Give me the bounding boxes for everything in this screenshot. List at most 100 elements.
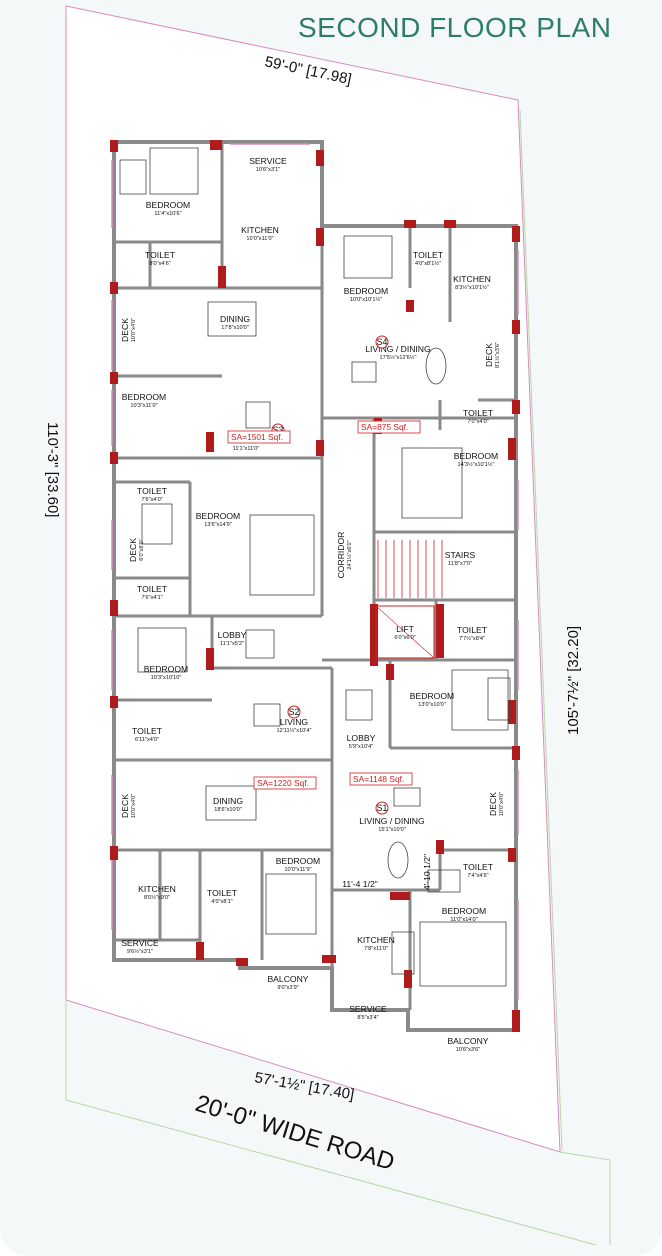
room-dimension-label: 5'9"x10'4" bbox=[349, 744, 373, 750]
room-dimension-label: 8'0"x4'6" bbox=[149, 261, 170, 267]
room-dimension-label: 11'0"x14'0" bbox=[450, 917, 477, 923]
road-edge-line bbox=[519, 109, 563, 1151]
room-name-label: BEDROOM bbox=[122, 392, 166, 402]
room-name-label: KITCHEN bbox=[453, 274, 491, 284]
room-dimension-label: 7'8"x11'0" bbox=[364, 946, 388, 952]
room-name-label: TOILET bbox=[413, 250, 444, 260]
room-name-label: TOILET bbox=[463, 862, 494, 872]
room-dimension-label: 7'7½"x8'4" bbox=[459, 635, 485, 642]
room-name-label: DECK bbox=[488, 792, 498, 816]
unit-marker-circle bbox=[287, 705, 301, 719]
room-name-label: LOBBY bbox=[347, 733, 376, 743]
room-name-label: LOBBY bbox=[218, 630, 247, 640]
room-dimension-label: 8'1½"x3'6" bbox=[494, 342, 501, 368]
room-name-label: DINING bbox=[213, 796, 243, 806]
unit-area-label: SA=1220 Sqf. bbox=[257, 778, 309, 788]
lift-shaft-cross bbox=[375, 605, 435, 659]
room-name-label: SERVICE bbox=[349, 1004, 387, 1014]
unit-marker-circle bbox=[375, 335, 389, 349]
room-dimension-label: 11'8"x7'0" bbox=[448, 561, 472, 567]
unit-id-label: S2 bbox=[289, 707, 300, 717]
room-name-label: STAIRS bbox=[445, 550, 476, 560]
room-dimension-label: 18'6"x10'0" bbox=[214, 807, 242, 813]
unit-id-label: S1 bbox=[377, 803, 388, 813]
tables bbox=[387, 347, 447, 879]
unit-area-box bbox=[227, 430, 291, 444]
room-name-label: KITCHEN bbox=[357, 935, 395, 945]
room-name-label: BEDROOM bbox=[454, 451, 498, 461]
room-name-label: TOILET bbox=[137, 584, 168, 594]
room-dimension-label: 4'0"x8'1½" bbox=[415, 260, 441, 267]
room-name-label: DECK bbox=[120, 794, 130, 818]
room-name-label: BALCONY bbox=[447, 1036, 488, 1046]
room-dimension-label: 10'0"x11'9" bbox=[284, 867, 311, 873]
unit-area-box bbox=[253, 776, 317, 790]
windows bbox=[111, 143, 519, 1000]
room-dimension-label: 17'8"x10'0" bbox=[221, 325, 249, 331]
unit-area-label: SA=875 Sqf. bbox=[361, 422, 408, 432]
furniture bbox=[119, 147, 511, 987]
room-dimension-label: 11'1"x11'0" bbox=[233, 446, 260, 452]
room-dimension-label: 7'6"x4'1" bbox=[141, 595, 162, 601]
room-dimension-label: 14'3½"x10'1½" bbox=[458, 461, 495, 468]
room-dimension-label: 6'0"x8'0" bbox=[139, 539, 145, 560]
room-dimension-label: 10'3"x10'10" bbox=[151, 675, 182, 681]
room-dimension-label: 4'0"x8'1" bbox=[211, 899, 232, 905]
room-dimension-label: 8'0½"x9'0" bbox=[144, 894, 170, 901]
room-dimension-label: 10'0"x11'0" bbox=[246, 236, 273, 242]
room-name-label: KITCHEN bbox=[241, 225, 279, 235]
unit-area-box bbox=[349, 772, 413, 786]
room-dimension-label: 9'6½"x3'1" bbox=[127, 948, 153, 955]
stairs-treads bbox=[377, 540, 443, 598]
room-dimension-label: 10'0"x4'0" bbox=[131, 318, 137, 342]
room-name-label: KITCHEN bbox=[138, 884, 176, 894]
room-name-label: BEDROOM bbox=[196, 511, 240, 521]
room-dimension-label: 6'0"x6'0" bbox=[394, 635, 415, 641]
unit-area-box bbox=[357, 420, 421, 434]
left-dimension: 110'-3" [33.60] bbox=[44, 422, 61, 517]
room-name-label: CORRIDOR bbox=[336, 532, 346, 579]
room-name-label: TOILET bbox=[457, 625, 488, 635]
room-name-label: BEDROOM bbox=[146, 200, 190, 210]
room-dimension-label: 8'5"x3'4" bbox=[357, 1015, 378, 1021]
room-name-label: SERVICE bbox=[121, 938, 159, 948]
road-label: 20'-0" WIDE ROAD bbox=[192, 1090, 397, 1176]
room-dimension-label: 12'11½"x10'4" bbox=[277, 727, 312, 734]
room-name-label: TOILET bbox=[463, 408, 494, 418]
room-name-label: DECK bbox=[120, 318, 130, 342]
road-edge-line bbox=[559, 1151, 611, 1161]
room-name-label: BEDROOM bbox=[410, 691, 454, 701]
unit-id-label: S3 bbox=[273, 425, 284, 435]
room-name-label: TOILET bbox=[145, 250, 176, 260]
room-name-label: TOILET bbox=[132, 726, 163, 736]
room-dimension-label: 10'0"x4'0" bbox=[131, 794, 137, 818]
interior-width-dimension: 11'-4 1/2" bbox=[342, 879, 378, 889]
room-name-label: BEDROOM bbox=[344, 286, 388, 296]
room-dimension-label: 13'6"x14'9" bbox=[204, 522, 232, 528]
room-name-label: TOILET bbox=[207, 888, 238, 898]
room-name-label: TOILET bbox=[137, 486, 168, 496]
room-dimension-label: 10'6"x3'6" bbox=[456, 1047, 480, 1053]
room-name-label: BEDROOM bbox=[144, 664, 188, 674]
room-name-label: LIVING / DINING bbox=[365, 344, 431, 354]
unit-marker-circle bbox=[375, 801, 389, 815]
room-dimension-label: 13'0"x10'0" bbox=[418, 702, 446, 708]
room-name-label: BEDROOM bbox=[276, 856, 320, 866]
room-dimension-label: 17'5½"x12'6½" bbox=[380, 354, 417, 361]
room-name-label: DECK bbox=[484, 343, 494, 367]
room-labels: BEDROOM11'4"x10'6"SERVICE10'6"x3'1"KITCH… bbox=[120, 156, 505, 1053]
room-dimension-label: 24'1½"x6'0" bbox=[346, 540, 353, 569]
room-dimension-label: 10'0"x10'1½" bbox=[350, 296, 382, 303]
unit-area-label: SA=1148 Sqf. bbox=[353, 774, 404, 784]
unit-area-label: SA=1501 Sqf. bbox=[231, 432, 283, 442]
room-name-label: SERVICE bbox=[249, 156, 287, 166]
room-dimension-label: 10'3"x11'0" bbox=[130, 403, 157, 409]
room-dimension-label: 15'1"x10'0" bbox=[378, 827, 406, 833]
room-dimension-label: 7'0"x4'0" bbox=[467, 419, 488, 425]
room-name-label: LIFT bbox=[396, 624, 414, 634]
room-name-label: LIVING bbox=[280, 717, 308, 727]
room-dimension-label: 11'1"x5'2" bbox=[220, 641, 244, 647]
